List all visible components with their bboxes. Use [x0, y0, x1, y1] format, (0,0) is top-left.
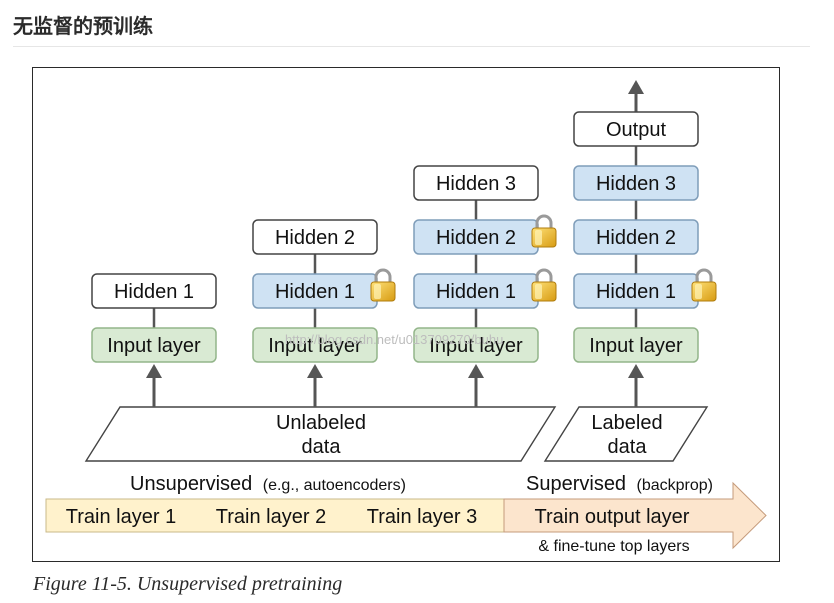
- col1-hidden-1-box: [91, 273, 217, 309]
- unlabeled-data-label-line1: Unlabeled: [276, 412, 366, 434]
- col3-hidden-2-label: Hidden 2: [436, 227, 516, 249]
- labeled-data-label-line1: Labeled: [591, 412, 662, 434]
- col4-input-layer-box: [573, 327, 699, 363]
- labeled-data-block: [543, 406, 709, 462]
- col2-hidden-1-lock-icon: [370, 268, 396, 302]
- unsupervised-phase-label: Unsupervised (e.g., autoencoders): [130, 473, 406, 495]
- col2-hidden-2-box: [252, 219, 378, 255]
- col4-output-label: Output: [606, 119, 666, 141]
- unlabeled-data-label-line2: data: [302, 436, 342, 458]
- data-to-input-arrow-2: [307, 364, 323, 407]
- col1-input-layer-label: Input layer: [107, 335, 201, 357]
- supervised-phase-arrow: [503, 481, 767, 550]
- col4-hidden-3-box: [573, 165, 699, 201]
- data-to-input-arrow-3: [468, 364, 484, 407]
- output-arrow: [628, 80, 644, 112]
- col2-input-layer-box: [252, 327, 378, 363]
- col1-input-layer-box: [91, 327, 217, 363]
- unsupervised-phase-note: (e.g., autoencoders): [263, 477, 406, 494]
- col4-output-box: [573, 111, 699, 147]
- col3-input-layer-box: [413, 327, 539, 363]
- train-step-2: Train layer 2: [216, 506, 326, 528]
- train-output-step: Train output layer: [535, 506, 690, 528]
- page-heading: 无监督的预训练: [13, 14, 153, 38]
- col4-hidden-2-label: Hidden 2: [596, 227, 676, 249]
- heading-divider: [13, 46, 810, 47]
- col4-hidden-1-lock-icon: [691, 268, 717, 302]
- col1-hidden-1-label: Hidden 1: [114, 281, 194, 303]
- supervised-phase-title: Supervised: [526, 473, 626, 495]
- col2-input-layer-label: Input layer: [268, 335, 362, 357]
- unsupervised-phase-title: Unsupervised: [130, 473, 252, 495]
- labeled-data-label-line2: data: [608, 436, 648, 458]
- col3-hidden-2-lock-icon: [531, 214, 557, 248]
- col3-hidden-3-box: [413, 165, 539, 201]
- col4-input-layer-label: Input layer: [589, 335, 683, 357]
- col3-hidden-1-lock-icon: [531, 268, 557, 302]
- train-step-1: Train layer 1: [66, 506, 176, 528]
- col3-input-layer-label: Input layer: [429, 335, 523, 357]
- col4-hidden-1-label: Hidden 1: [596, 281, 676, 303]
- data-to-input-arrow-1: [146, 364, 162, 407]
- col4-hidden-3-label: Hidden 3: [596, 173, 676, 195]
- figure-frame: [32, 67, 780, 562]
- col4-hidden-2-box: [573, 219, 699, 255]
- train-step-3: Train layer 3: [367, 506, 477, 528]
- supervised-phase-label: Supervised (backprop): [526, 473, 713, 495]
- train-output-note: & fine-tune top layers: [538, 538, 689, 555]
- supervised-phase-note: (backprop): [637, 477, 713, 494]
- col2-hidden-2-label: Hidden 2: [275, 227, 355, 249]
- figure-caption: Figure 11-5. Unsupervised pretraining: [33, 573, 343, 595]
- col3-hidden-3-label: Hidden 3: [436, 173, 516, 195]
- data-to-input-arrow-4: [628, 364, 644, 407]
- unlabeled-data-block: [84, 406, 557, 462]
- watermark-text: http://blog.csdn.net/u013709270/buhu: [285, 332, 503, 347]
- col3-hidden-1-label: Hidden 1: [436, 281, 516, 303]
- col2-hidden-1-label: Hidden 1: [275, 281, 355, 303]
